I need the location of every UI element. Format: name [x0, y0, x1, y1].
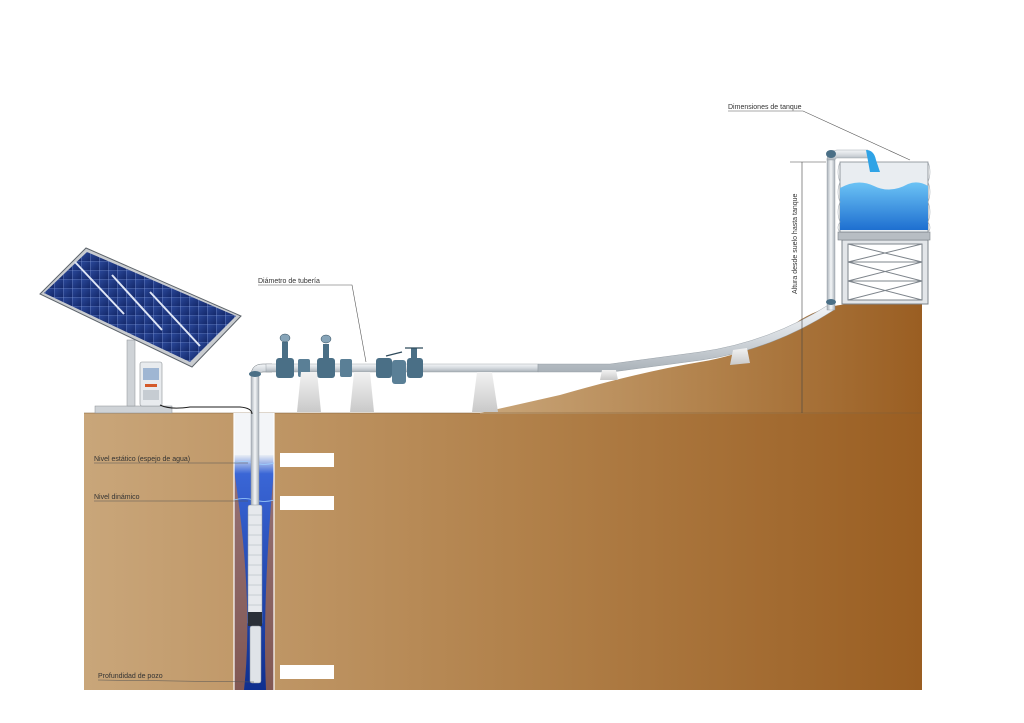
drop-pipe [250, 371, 260, 508]
check-valve [376, 347, 423, 384]
tank-tower [841, 239, 929, 305]
static-level-callout: Nivel estático (espejo de agua) [94, 456, 248, 464]
height-dimension [790, 161, 826, 413]
well-depth-callout: Profundidad de pozo [97, 673, 255, 683]
dynamic-level-box [280, 496, 334, 510]
ground [84, 304, 922, 690]
tank-dimensions-callout: Dimensiones de tanque [728, 104, 911, 161]
pipe-diameter-callout: Diámetro de tubería [258, 278, 367, 363]
well-depth-label: Profundidad de pozo [98, 673, 163, 680]
dynamic-level-callout: Nivel dinámico [94, 494, 248, 502]
valve-1 [340, 359, 352, 377]
elevated-tank [837, 150, 931, 305]
static-level-box [280, 453, 334, 467]
power-cable [159, 404, 253, 415]
solar-panel [39, 247, 242, 414]
height-ground-to-tank-label: Altura desde suelo hasta tanque [792, 193, 799, 294]
pipeline-fittings [276, 333, 423, 384]
pump-controller [139, 361, 163, 407]
pipe-supports [297, 348, 750, 412]
submersible-pump [247, 504, 263, 684]
dynamic-level-label: Nivel dinámico [94, 494, 140, 501]
static-level-label: Nivel estático (espejo de agua) [94, 456, 190, 463]
water-meter-1 [276, 333, 294, 378]
water-meter-2 [317, 334, 335, 378]
pipe-diameter-label: Diámetro de tubería [258, 278, 320, 285]
tank-dimensions-label: Dimensiones de tanque [728, 104, 802, 111]
well-depth-box [280, 665, 334, 679]
